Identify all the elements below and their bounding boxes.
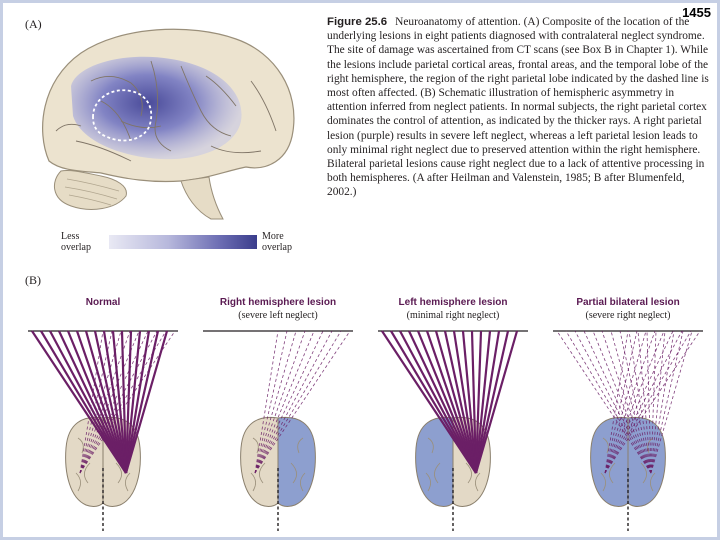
scale-less-line1: Less [61, 231, 91, 242]
panel-normal-title: Normal [18, 297, 188, 308]
caption-text: Neuroanatomy of attention. (A) Composite… [327, 16, 709, 198]
panel-left-lesion-title: Left hemisphere lesion [368, 297, 538, 308]
panel-left-lesion-diagram [378, 323, 528, 533]
panel-right-lesion-title: Right hemisphere lesion [193, 297, 363, 308]
panel-bilateral-subtitle: (severe right neglect) [543, 310, 713, 321]
panel-bilateral-diagram [553, 323, 703, 533]
panel-right-lesion-diagram [203, 323, 353, 533]
panel-right-lesion-subtitle: (severe left neglect) [193, 310, 363, 321]
scale-less-label: Less overlap [61, 231, 91, 253]
scale-more-line2: overlap [262, 242, 292, 253]
scale-less-line2: overlap [61, 242, 91, 253]
panel-bilateral-title: Partial bilateral lesion [543, 297, 713, 308]
figure-label: Figure 25.6 [327, 16, 387, 28]
panel-normal-diagram [28, 323, 178, 533]
brain-lateral-illustration [31, 21, 311, 226]
scale-more-label: More overlap [262, 231, 292, 253]
panel-left-lesion-subtitle: (minimal right neglect) [368, 310, 538, 321]
scale-more-line1: More [262, 231, 292, 242]
overlap-gradient-bar [109, 235, 257, 249]
panel-b-label: (B) [25, 273, 41, 288]
